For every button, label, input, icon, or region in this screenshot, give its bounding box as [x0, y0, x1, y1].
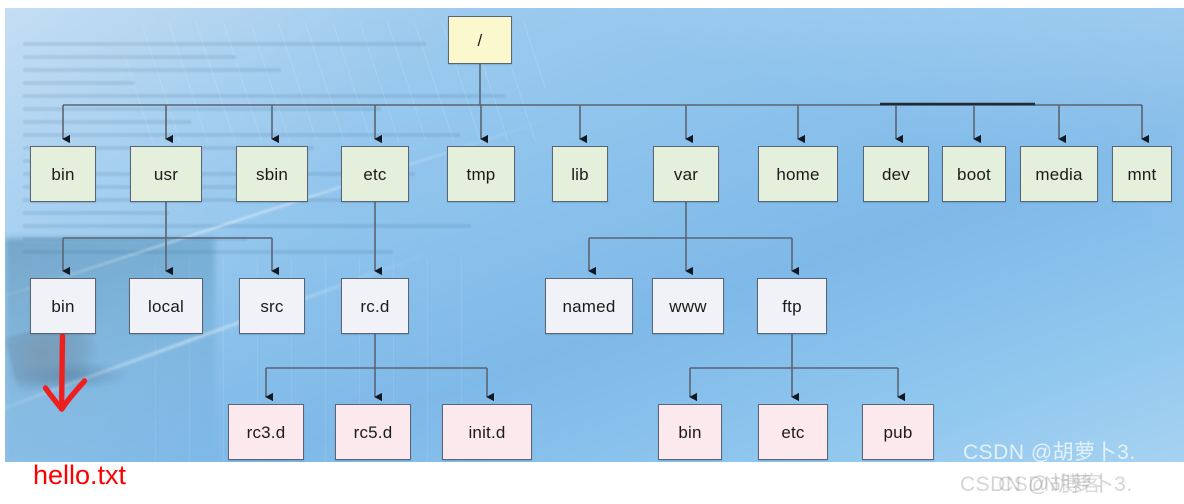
watermark-line-2: CSDN @胡萝卜3. — [960, 473, 1133, 496]
node-var[interactable]: var — [653, 146, 719, 202]
wallpaper-grid-bottom — [155, 258, 495, 462]
node-etc-rcd[interactable]: rc.d — [341, 278, 409, 334]
node-tmp[interactable]: tmp — [447, 146, 515, 202]
node-rc5d[interactable]: rc5.d — [335, 404, 411, 460]
node-mnt[interactable]: mnt — [1112, 146, 1172, 202]
node-var-named[interactable]: named — [545, 278, 633, 334]
hello-txt-annotation: hello.txt — [33, 460, 127, 490]
node-boot[interactable]: boot — [942, 146, 1006, 202]
watermark-line-1: CSDN @胡萝卜3. — [963, 441, 1136, 464]
node-home[interactable]: home — [758, 146, 838, 202]
node-bin[interactable]: bin — [30, 146, 96, 202]
node-usr-local[interactable]: local — [129, 278, 203, 334]
node-initd[interactable]: init.d — [442, 404, 532, 460]
node-sbin[interactable]: sbin — [236, 146, 308, 202]
node-ftp-pub[interactable]: pub — [862, 404, 934, 460]
node-var-www[interactable]: www — [652, 278, 724, 334]
watermark-line-3: CSDN博客 — [998, 473, 1103, 496]
node-etc[interactable]: etc — [341, 146, 409, 202]
node-lib[interactable]: lib — [552, 146, 608, 202]
node-rc3d[interactable]: rc3.d — [228, 404, 304, 460]
desktop-wallpaper-backdrop — [5, 8, 1184, 462]
node-media[interactable]: media — [1020, 146, 1098, 202]
node-root[interactable]: / — [448, 16, 512, 64]
node-ftp-etc[interactable]: etc — [758, 404, 828, 460]
node-var-ftp[interactable]: ftp — [757, 278, 827, 334]
node-ftp-bin[interactable]: bin — [658, 404, 722, 460]
node-usr-src[interactable]: src — [239, 278, 305, 334]
node-usr-bin[interactable]: bin — [30, 278, 96, 334]
node-dev[interactable]: dev — [863, 146, 929, 202]
node-usr[interactable]: usr — [130, 146, 202, 202]
